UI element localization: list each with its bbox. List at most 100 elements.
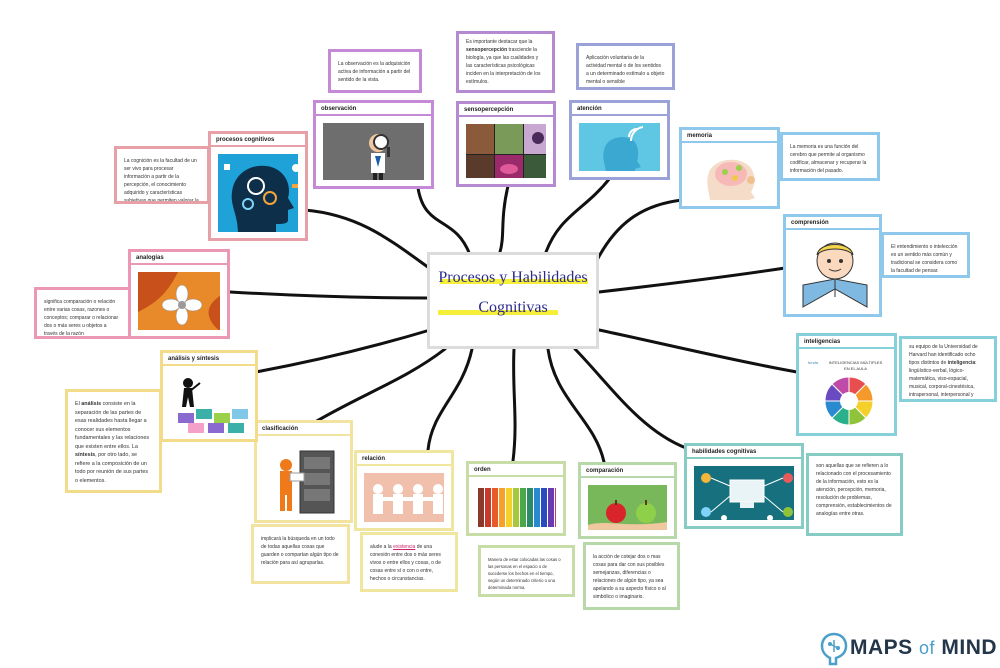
flower-image: [138, 272, 220, 330]
note-text: , por otro lado, se refiere a la composi…: [75, 452, 149, 484]
title-highlight: [440, 279, 588, 284]
magnifier-man-image: [323, 123, 424, 180]
head-signal-image: [579, 123, 660, 171]
connector-sensopercepcion: [498, 184, 510, 254]
note-text: El entendimiento o intelección es un sen…: [891, 244, 958, 274]
note-observacion: La observación es la adquisición activa …: [328, 49, 422, 93]
note-bold: análisis: [81, 401, 102, 407]
node-analisis-sintesis[interactable]: análisis y síntesis: [160, 350, 258, 442]
note-relacion: alude a la existencia de una conexión en…: [360, 532, 458, 592]
note-text: La memoria es una función del cerebro qu…: [790, 144, 867, 174]
node-clasificacion[interactable]: clasificación: [254, 420, 353, 523]
filing-cabinet-image: [264, 443, 343, 514]
maps-of-mind-logo-icon: [820, 632, 848, 666]
connector-relacion: [426, 347, 474, 452]
node-title: comprensión: [786, 217, 879, 230]
note-analisis-sintesis: El análisis consiste en la separación de…: [65, 389, 162, 493]
node-comprension[interactable]: comprensión: [783, 214, 882, 317]
node-title: orden: [469, 464, 563, 477]
connector-memoria: [594, 198, 684, 264]
node-title: analogías: [131, 252, 227, 265]
connector-orden: [511, 347, 517, 463]
note-text: alude a la: [370, 544, 394, 550]
note-text: de una conexión entre dos o más seres vi…: [370, 544, 441, 582]
node-analogias[interactable]: analogías: [128, 249, 230, 339]
connector-comprension: [597, 266, 787, 294]
logo-text-maps: MAPS: [850, 636, 913, 659]
node-title: observación: [316, 103, 431, 116]
tech-icons-image: [694, 466, 794, 520]
note-comprension: El entendimiento o intelección es un sen…: [881, 232, 970, 278]
connector-habilidades: [573, 347, 688, 450]
logo-text-of: of: [919, 638, 936, 658]
central-title-line2: Cognitivas: [478, 299, 548, 316]
note-text: Manera de estar colocadas las cosas o la…: [488, 557, 561, 590]
node-title: memoria: [682, 130, 777, 143]
node-title: atención: [572, 103, 667, 116]
node-sensopercepcion[interactable]: sensopercepción: [456, 101, 556, 187]
puzzle-pieces-image: [170, 373, 248, 433]
node-orden[interactable]: orden: [466, 461, 566, 536]
note-text: El: [75, 401, 82, 407]
note-text: la acción de cotejar dos o mas cosas par…: [593, 554, 666, 600]
central-topic[interactable]: Procesos y Habilidades Cognitivas: [427, 252, 599, 349]
node-title: inteligencias: [799, 336, 894, 349]
connector-inteligencias: [597, 328, 799, 374]
note-text: La observación es la adquisición activa …: [338, 61, 411, 83]
node-title: procesos cognitivos: [211, 134, 305, 147]
central-title-line1: Procesos y Habilidades: [438, 269, 588, 286]
paper-chain-people-image: [364, 473, 444, 522]
existencia-link[interactable]: existencia: [393, 544, 416, 550]
note-text: Es importante destacar que la: [466, 39, 533, 45]
pic-title: INTELIGENCIAS MÚLTIPLES EN EL AULA: [828, 360, 883, 371]
connector-analogias: [228, 290, 429, 300]
node-inteligencias[interactable]: inteligencias funda INTELIGENCIAS MÚLTIP…: [796, 333, 897, 436]
note-clasificacion: implicará la búsqueda en un todo de toda…: [251, 524, 350, 584]
pic-brand: funda: [808, 360, 819, 365]
node-comparacion[interactable]: comparación: [578, 462, 677, 539]
senses-collage-image: [466, 124, 546, 178]
connector-procesos: [303, 208, 434, 272]
node-procesos-cognitivos[interactable]: procesos cognitivos: [208, 131, 308, 241]
note-text: su equipo de la Universidad de Harvard h…: [909, 344, 978, 366]
note-memoria: La memoria es una función del cerebro qu…: [780, 132, 880, 181]
connector-analisis: [254, 328, 432, 374]
node-relacion[interactable]: relación: [354, 450, 454, 531]
connector-comparacion: [546, 347, 606, 464]
note-text: significa comparación o relación entre v…: [44, 299, 119, 337]
note-atencion: Aplicación voluntaria de la actividad me…: [576, 43, 675, 90]
node-atencion[interactable]: atención: [569, 100, 670, 180]
note-analogias: significa comparación o relación entre v…: [34, 287, 131, 339]
connector-observacion: [416, 186, 472, 257]
note-text: La cognición es la facultad de un ser vi…: [124, 158, 199, 204]
note-text: Aplicación voluntaria de la actividad me…: [586, 55, 665, 85]
node-title: habilidades cognitivas: [687, 446, 801, 459]
node-observacion[interactable]: observación: [313, 100, 434, 189]
node-title: clasificación: [257, 423, 350, 436]
note-text: implicará la búsqueda en un todo de toda…: [261, 536, 339, 566]
node-habilidades-cognitivas[interactable]: habilidades cognitivas: [684, 443, 804, 529]
note-bold: sensopercepción: [466, 47, 508, 53]
node-title: análisis y síntesis: [163, 353, 255, 366]
connector-clasificacion: [308, 347, 447, 427]
note-comparacion: la acción de cotejar dos o mas cosas par…: [583, 542, 680, 610]
node-memoria[interactable]: memoria: [679, 127, 780, 209]
note-bold: inteligencia: [947, 360, 976, 366]
note-sensopercepcion: Es importante destacar que la sensoperce…: [456, 31, 555, 93]
note-text: son aquellas que se refieren a lo relaci…: [816, 463, 892, 517]
logo-text-mind: MIND: [941, 636, 998, 659]
connector-atencion: [544, 176, 612, 254]
note-procesos-cognitivos: La cognición es la facultad de un ser vi…: [114, 146, 210, 204]
title-highlight: [438, 310, 558, 315]
node-title: sensopercepción: [459, 104, 553, 117]
node-title: relación: [357, 453, 451, 466]
note-bold: síntesis: [75, 452, 96, 458]
note-inteligencias: su equipo de la Universidad de Harvard h…: [899, 336, 997, 402]
note-text: trasciende la biología, ya que las cuali…: [466, 47, 541, 85]
note-orden: Manera de estar colocadas las cosas o la…: [478, 545, 575, 597]
brain-head-image: [689, 150, 770, 200]
reading-child-image: [793, 237, 872, 308]
note-habilidades-cognitivas: son aquellas que se refieren a lo relaci…: [806, 453, 903, 536]
note-text: consiste en la separación de las partes …: [75, 401, 150, 450]
